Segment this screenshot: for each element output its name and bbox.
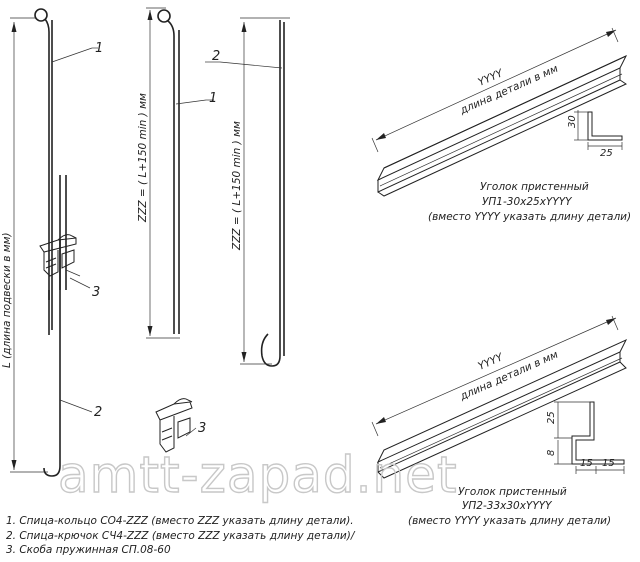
legend-item-1: 1. Спица-кольцо СО4-ZZZ (вместо ZZZ указ… — [6, 515, 354, 527]
up2-dim-8: 8 — [546, 450, 557, 456]
legend-item-2: 2. Спица-крючок СЧ4-ZZZ (вместо ZZZ указ… — [6, 529, 355, 542]
up1-dim-30: 30 — [567, 115, 578, 128]
watermark: amtt-zapad.net — [58, 446, 458, 504]
ring-rod: 1 ZZZ = ( L+150 min ) мм — [137, 7, 217, 339]
spring-clip — [39, 234, 81, 277]
up1-dim-25: 25 — [600, 148, 613, 159]
up1-caption-1: Уголок пристенный — [480, 181, 589, 193]
suspension-assembly: 1 3 2 L (длина подвески в мм) — [1, 8, 103, 477]
parts-legend: 1. Спица-кольцо СО4-ZZZ (вместо ZZZ указ… — [6, 514, 426, 558]
profile-up1: YYYY длина детали в мм 30 25 Уголок прис… — [371, 27, 631, 223]
callout-1b: 1 — [209, 91, 217, 106]
callout-2b: 2 — [212, 49, 220, 64]
up2-caption-2: УП2-33x30xYYYY — [462, 500, 553, 512]
up2-caption-1: Уголок пристенный — [458, 486, 567, 498]
zzz-dimension-label-2: ZZZ = ( L+150 min ) мм — [231, 121, 243, 251]
hook-rod: 2 ZZZ = ( L+150 min ) мм — [205, 17, 290, 367]
up2-length-note: длина детали в мм — [457, 349, 560, 403]
length-dimension-label: L (длина подвески в мм) — [1, 232, 13, 368]
callout-1: 1 — [95, 41, 103, 56]
up2-length-code: YYYY — [476, 351, 506, 373]
up2-dim-15b: 15 — [602, 458, 615, 469]
callout-2: 2 — [94, 405, 102, 420]
callout-3: 3 — [92, 285, 100, 300]
up1-caption-2: УП1-30x25xYYYY — [482, 196, 573, 208]
up1-length-note: длина детали в мм — [457, 63, 560, 117]
zzz-dimension-label: ZZZ = ( L+150 min ) мм — [137, 93, 149, 223]
spring-clip-detail: 3 — [155, 398, 206, 453]
callout-3b: 3 — [198, 421, 206, 436]
up2-caption-3: (вместо YYYY указать длину детали) — [408, 515, 611, 527]
profile-up2: YYYY длина детали в мм 25 8 15 15 Уголок… — [371, 315, 628, 527]
legend-item-3: 3. Скоба пружинная СП.08-60 — [6, 544, 171, 556]
up2-dim-15a: 15 — [580, 458, 593, 469]
up2-dim-25: 25 — [546, 411, 557, 424]
up1-caption-3: (вместо YYYY указать длину детали) — [428, 211, 631, 223]
